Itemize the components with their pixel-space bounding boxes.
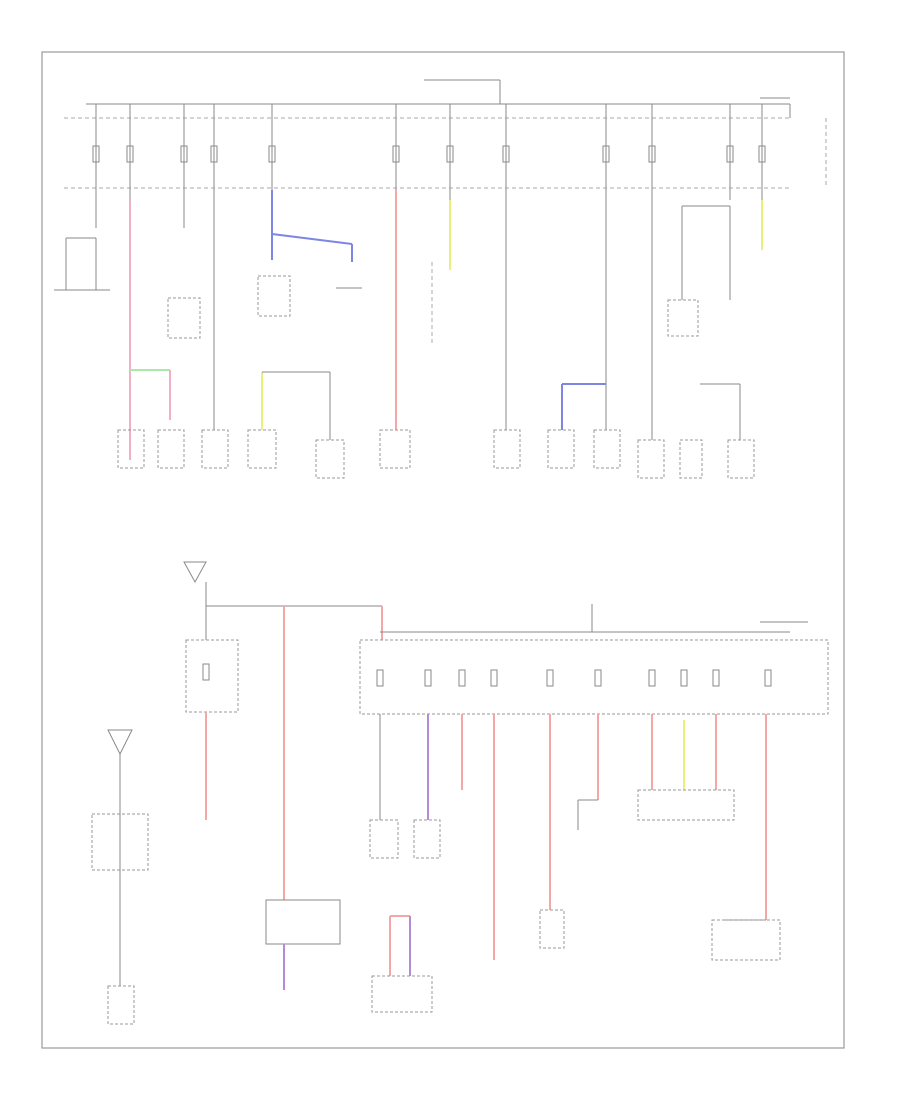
diagram-frame: [41, 51, 845, 1049]
bottom-components: [369, 789, 781, 1013]
bottom-left-section: [91, 561, 383, 1025]
bottom-right-fuse-panel: [359, 604, 829, 715]
top-components: [117, 429, 755, 479]
top-fuse-panel: [64, 79, 827, 189]
right-branch-top: [561, 200, 763, 440]
top-fuses: [92, 104, 766, 228]
yellow-branch: [431, 200, 507, 430]
left-branch-top: [54, 200, 215, 460]
bottom-right-drops: [379, 714, 767, 976]
blue-branch: [257, 190, 362, 440]
